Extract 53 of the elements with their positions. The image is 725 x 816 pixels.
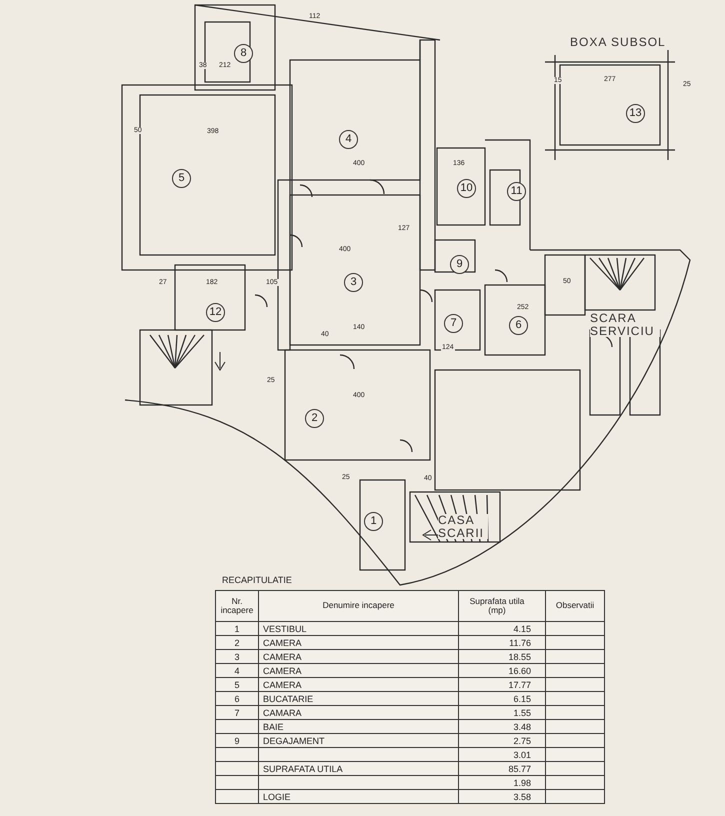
room-number: 11 (507, 182, 526, 201)
room-number: 6 (216, 692, 258, 706)
area-value: 3.01 (458, 748, 546, 762)
area-value: 85.77 (458, 762, 546, 776)
room-number: 9 (216, 734, 258, 748)
room-name: CAMERA (258, 636, 458, 650)
area-value: 16.60 (458, 664, 546, 678)
room-number: 6 (509, 316, 528, 335)
room-number: 7 (216, 706, 258, 720)
room-number: 4 (216, 664, 258, 678)
room-name: BUCATARIE (258, 692, 458, 706)
room-number: 12 (206, 303, 225, 322)
column-header: Denumire incapere (258, 590, 458, 622)
room-name: DEGAJAMENT (258, 734, 458, 748)
room-name: CAMERA (258, 664, 458, 678)
room-number: 1 (216, 622, 258, 636)
area-value: 1.55 (458, 706, 546, 720)
area-value: 11.76 (458, 636, 546, 650)
room-name: LOGIE (258, 790, 458, 804)
room-name: CAMARA (258, 706, 458, 720)
room-name: SUPRAFATA UTILA (258, 762, 458, 776)
room-number: 2 (305, 409, 324, 428)
area-value: 3.58 (458, 790, 546, 804)
area-value: 1.98 (458, 776, 546, 790)
area-value: 17.77 (458, 678, 546, 692)
room-number: 8 (234, 44, 253, 63)
area-value: 3.48 (458, 720, 546, 734)
area-value: 4.15 (458, 622, 546, 636)
room-number: 10 (457, 179, 476, 198)
room-number: 13 (626, 104, 645, 123)
table-title: RECAPITULATIE (222, 575, 292, 585)
room-number: 2 (216, 636, 258, 650)
area-value: 2.75 (458, 734, 546, 748)
room-number: 3 (216, 650, 258, 664)
area-value: 6.15 (458, 692, 546, 706)
room-number: 1 (364, 512, 383, 531)
room-name: VESTIBUL (258, 622, 458, 636)
room-label: SCARA SERVICIU (590, 312, 660, 338)
room-number: 5 (172, 169, 191, 188)
room-label: CASA SCARII (438, 514, 488, 540)
area-value: 18.55 (458, 650, 546, 664)
room-number: 3 (344, 273, 363, 292)
room-number: 4 (339, 130, 358, 149)
room-number: 7 (444, 314, 463, 333)
room-number: 9 (450, 255, 469, 274)
room-name: CAMERA (258, 650, 458, 664)
room-name: CAMERA (258, 678, 458, 692)
room-name: BAIE (258, 720, 458, 734)
room-number: 5 (216, 678, 258, 692)
column-header: Nr. incapere (216, 590, 258, 622)
room-label: BOXA SUBSOL (570, 36, 666, 49)
column-header: Suprafata utila (mp) (458, 590, 546, 622)
column-header: Observatii (546, 590, 604, 622)
